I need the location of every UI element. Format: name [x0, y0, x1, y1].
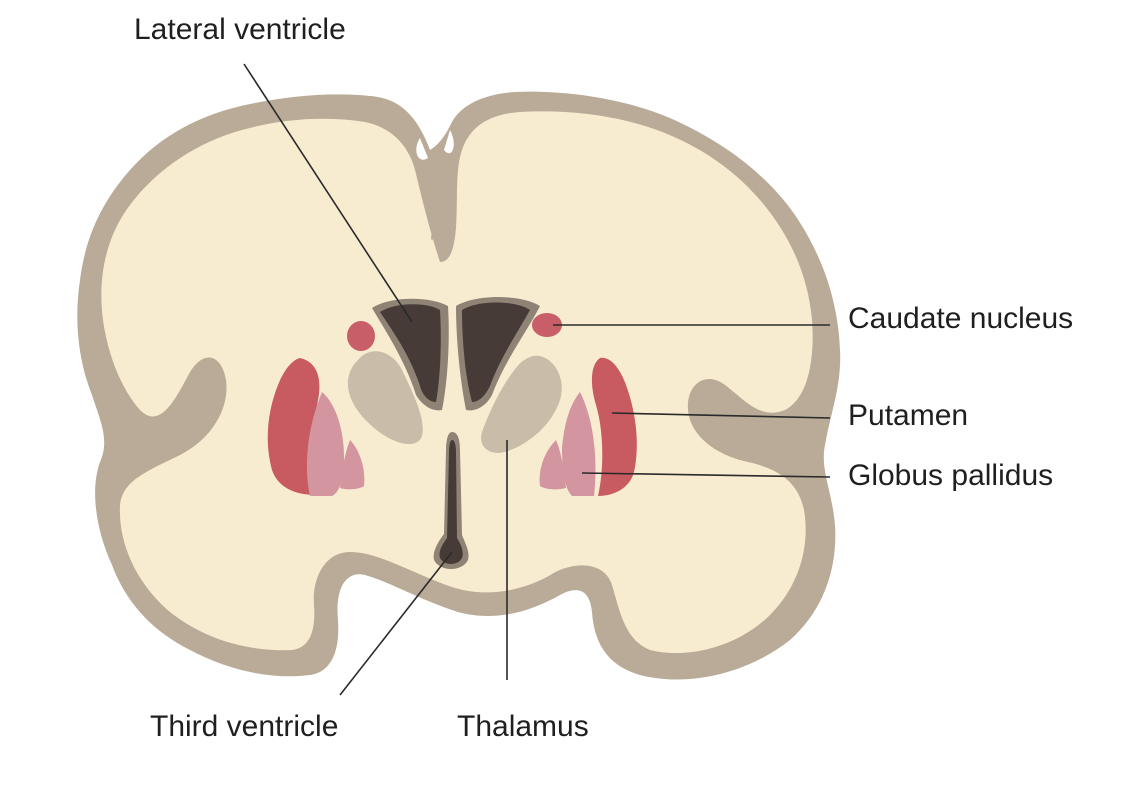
- sulcus-notch-left: [416, 138, 428, 160]
- left-putamen: [267, 358, 320, 495]
- longitudinal-fissure: [429, 148, 443, 241]
- sulcus-notch-right: [444, 130, 454, 154]
- leader-globus-pallidus: [581, 472, 831, 478]
- label-lateral-ventricle: Lateral ventricle: [134, 13, 346, 46]
- label-third-ventricle: Third ventricle: [150, 710, 339, 743]
- leader-third-ventricle: [339, 551, 453, 696]
- right-lateral-ventricle: [462, 302, 530, 402]
- leader-putamen: [611, 412, 831, 419]
- right-putamen: [591, 357, 637, 496]
- label-putamen: Putamen: [848, 399, 969, 432]
- label-caudate-nucleus: Caudate nucleus: [848, 302, 1074, 335]
- label-globus-pallidus: Globus pallidus: [848, 459, 1054, 492]
- left-globus-pallidus-inner: [340, 440, 365, 490]
- right-globus-pallidus-outer: [562, 392, 596, 496]
- leader-lateral-ventricle: [243, 63, 413, 323]
- left-globus-pallidus-outer: [306, 392, 344, 496]
- left-lateral-ventricle: [380, 304, 441, 402]
- left-caudate-nucleus: [347, 321, 375, 351]
- right-thalamus: [481, 355, 562, 453]
- right-caudate-nucleus: [532, 313, 562, 337]
- right-globus-pallidus-inner: [539, 440, 566, 490]
- label-thalamus: Thalamus: [457, 710, 589, 743]
- white-matter: [101, 111, 813, 654]
- left-thalamus: [347, 351, 423, 445]
- third-ventricle: [439, 440, 463, 564]
